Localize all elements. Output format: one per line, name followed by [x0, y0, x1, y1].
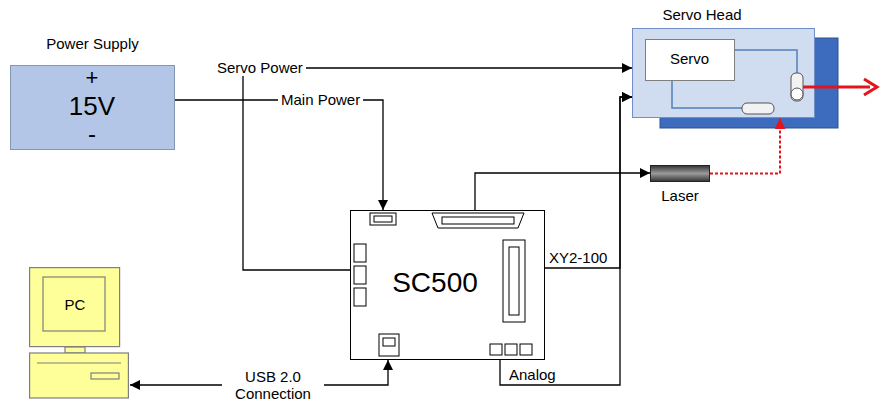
power-connector	[370, 213, 396, 225]
servo-head: Servo HeadServo	[632, 6, 838, 118]
node-caption: Laser	[650, 187, 710, 204]
mirror	[791, 73, 803, 101]
servo-box-outline: Servo	[645, 39, 735, 81]
power-connector	[374, 216, 392, 222]
signal-label: XY2-100	[546, 249, 610, 266]
laser-control-wire	[475, 173, 650, 210]
laser-outline	[650, 165, 710, 182]
laser: Laser	[650, 165, 710, 205]
pc-computer-outline: PC	[30, 268, 130, 400]
laser-beam	[803, 86, 870, 89]
analog-connector	[505, 344, 517, 355]
mirror	[742, 103, 774, 114]
signal-label: USB 2.0 Connection	[222, 368, 324, 403]
node-label: 15V	[69, 92, 115, 121]
power-supply: Power Supply +15V-	[10, 35, 175, 150]
servo-power-connector	[354, 266, 366, 284]
text-area	[651, 166, 708, 180]
servo-wire	[734, 50, 797, 73]
text-area: SC500	[369, 231, 501, 335]
analog-connector	[490, 344, 502, 355]
io-connector	[432, 213, 524, 228]
monitor	[30, 268, 120, 347]
node-label: SC500	[392, 268, 478, 299]
main-power-wire	[175, 100, 383, 210]
io-connector	[442, 217, 514, 224]
pc-computer: PC	[30, 268, 130, 400]
servo-box: Servo	[645, 39, 735, 81]
node-label: +	[86, 66, 99, 90]
analog-connector	[520, 344, 532, 355]
mirror	[791, 88, 803, 100]
xy2-100-connector	[503, 240, 525, 322]
usb-connector	[379, 334, 399, 356]
controller-board: SC500	[350, 210, 545, 360]
xy2-100-wire	[545, 97, 632, 268]
node-heading: Servo Head	[632, 6, 772, 23]
monitor-stand	[65, 347, 85, 353]
computer-case	[30, 353, 129, 398]
laser-beam-path	[710, 118, 780, 174]
node-heading: Power Supply	[10, 35, 175, 52]
drive-slot	[37, 362, 121, 363]
text-area: PC	[44, 278, 106, 332]
signal-label: Main Power	[278, 91, 363, 108]
pc-computer-drawing	[29, 267, 129, 399]
monitor-screen	[43, 277, 105, 331]
usb-connector	[383, 338, 395, 346]
text-area: +15V-	[11, 66, 173, 148]
servo-head-outline: Servo	[632, 28, 815, 118]
signal-label: Servo Power	[214, 59, 306, 76]
servo-wire	[672, 80, 742, 108]
node-label: Servo	[670, 51, 709, 68]
drive-slot	[91, 373, 119, 379]
power-supply-outline: +15V-	[10, 65, 175, 150]
servo-power-connector	[354, 244, 366, 262]
laser-beam-head	[864, 79, 877, 95]
text-area: Servo	[646, 40, 733, 79]
controller-board-outline: SC500	[350, 210, 545, 360]
node-label: PC	[65, 297, 86, 314]
xy2-100-connector	[509, 247, 519, 315]
signal-label: Analog	[506, 366, 559, 383]
servo-power-connector	[354, 288, 366, 306]
node-label: -	[88, 121, 96, 147]
